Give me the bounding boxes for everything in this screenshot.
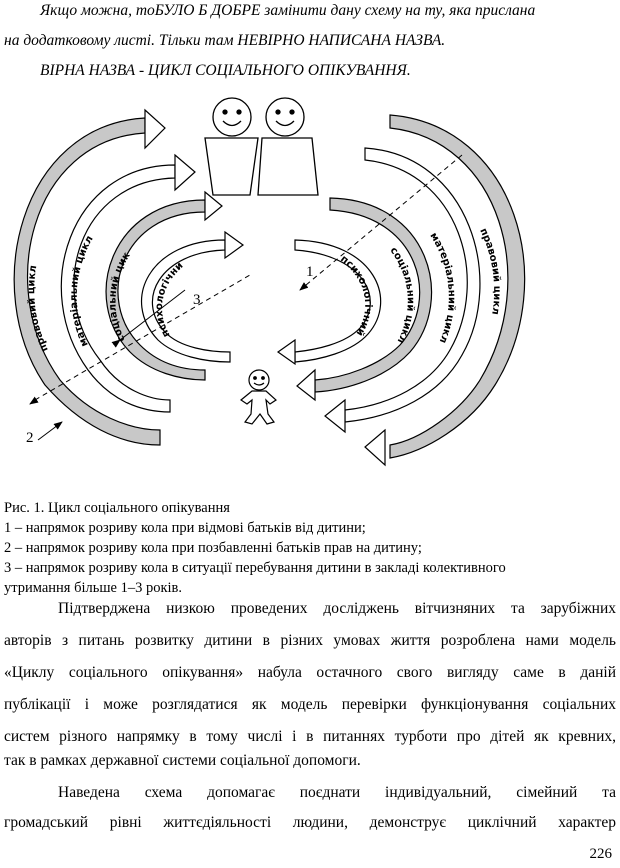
marker-3: 3: [193, 292, 201, 308]
right-arc-legal: [364, 114, 526, 467]
left-arc-material: [60, 153, 196, 413]
caption-item-2: 2 – напрямок розриву кола при позбавленн…: [4, 540, 422, 556]
header-line-1: Якщо можна, тоБУЛО Б ДОБРЕ замінити дану…: [40, 2, 536, 19]
marker-2: 2: [26, 430, 34, 446]
paragraph-1-line-2: авторів з питань розвитку дитини в різни…: [4, 632, 616, 649]
parents-icon: [204, 97, 319, 196]
header-line-2: на додатковому листі. Тільки там НЕВІРНО…: [4, 32, 446, 49]
header-line-3: ВІРНА НАЗВА - ЦИКЛ СОЦІАЛЬНОГО ОПІКУВАНН…: [40, 62, 411, 79]
marker-2-pointer: [37, 421, 63, 441]
paragraph-1-line-3: «Циклу соціального опікування» набула ос…: [4, 664, 616, 681]
figure-caption-title: Рис. 1. Цикл соціального опікування: [4, 500, 230, 516]
right-arc-psychological: [276, 239, 382, 366]
left-arc-psychological: [141, 230, 245, 363]
left-arc-legal: [13, 108, 166, 446]
direction-line-1: [299, 154, 463, 291]
direction-line-3: [111, 289, 186, 348]
paragraph-2-line-2: громадський рівні життєдіяльності людини…: [4, 814, 616, 831]
caption-item-3b: утримання більше 1–3 років.: [4, 580, 183, 596]
page-number: 226: [589, 846, 613, 862]
paragraph-1-line-4: публікації і може розглядатися як модель…: [4, 696, 616, 713]
caption-item-1: 1 – напрямок розриву кола при відмові ба…: [4, 520, 366, 536]
right-arc-material: [324, 147, 481, 434]
paragraph-1-line-5: систем різного напрямку в тому числі і в…: [4, 728, 616, 745]
social-care-cycle-diagram: правовий цикл матеріальний цикл соціальн…: [0, 85, 526, 467]
paragraph-1-line-6: так в рамках державної системи соціально…: [4, 752, 361, 769]
direction-line-2: [34, 274, 251, 401]
marker-1: 1: [306, 264, 314, 280]
child-icon: [239, 369, 277, 425]
label-right-legal: правовий цикл: [477, 227, 502, 316]
caption-item-3a: 3 – напрямок розриву кола в ситуації пер…: [4, 560, 506, 576]
paragraph-1-line-1: Підтверджена низкою проведених досліджен…: [58, 600, 616, 617]
left-arc-social: [105, 190, 223, 381]
right-arc-social: [296, 197, 433, 402]
paragraph-2-line-1: Наведена схема допомагає поєднати індиві…: [58, 784, 616, 801]
